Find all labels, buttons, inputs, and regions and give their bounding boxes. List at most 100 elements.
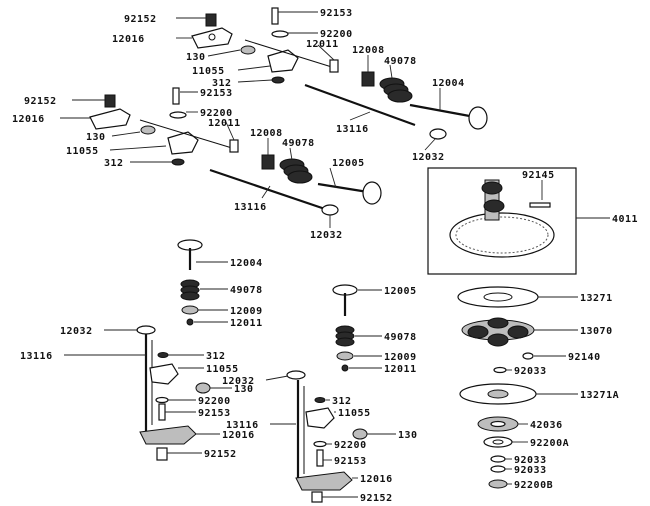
label-92033-c: 92033 [514,465,547,476]
label-12016-d: 12016 [360,474,393,485]
washer-icon [490,465,506,473]
label-11055-b: 11055 [66,146,99,157]
label-12005-b: 12005 [384,286,417,297]
label-11055-c: 11055 [206,364,239,375]
valve-spring-icon [279,158,313,184]
label-12009-b: 12009 [384,352,417,363]
lower-valve-group [209,154,382,216]
nut-icon [171,158,185,166]
nut-icon [157,352,169,358]
keeper-icon [186,318,194,326]
label-11055-a: 11055 [192,66,225,77]
spring-clip-icon [140,125,156,135]
label-130-c: 130 [234,384,254,395]
label-92152-c: 92152 [204,449,237,460]
adjuster-nut-icon [311,491,323,503]
bolt-icon [158,403,166,421]
valve-head-icon [286,370,306,380]
label-92145: 92145 [522,170,555,181]
label-13116-d: 13116 [226,420,259,431]
rocker-arm-icon [191,27,233,49]
label-92033-b: 92033 [514,455,547,466]
push-rod-icon [209,168,329,212]
label-12011-a: 12011 [306,39,339,50]
label-92033-a: 92033 [514,366,547,377]
label-92200-c: 92200 [198,396,231,407]
upper-rocker-assembly [191,7,339,84]
governor-weight-icon [461,317,535,347]
label-49078-c: 49078 [230,285,263,296]
valve-spring-icon [379,77,413,103]
valve-spring-icon [180,279,200,301]
bottom-left-assembly [136,325,211,461]
label-92153-b: 92153 [200,88,233,99]
valve-lock-icon [261,154,275,170]
keeper-icon [341,364,349,372]
label-92153-a: 92153 [320,8,353,19]
adjuster-nut-icon [205,13,217,27]
label-12008-b: 12008 [250,128,283,139]
rocker-pivot-icon [149,363,179,385]
washer-icon [488,479,508,489]
label-12011-d: 12011 [384,364,417,375]
rocker-arm-icon [139,425,197,445]
rocker-arm-icon [89,108,131,130]
pin-icon [229,139,239,153]
label-92152-d: 92152 [360,493,393,504]
rocker-pivot-icon [267,49,299,73]
bolt-icon [172,87,180,105]
spring-clip-icon [352,428,368,440]
label-12008-a: 12008 [352,45,385,56]
bottom-right-assembly [286,370,368,503]
tappet-icon [429,128,447,140]
label-13271a: 13271A [580,390,619,401]
label-12011-c: 12011 [230,318,263,329]
label-312-d: 312 [332,396,352,407]
key-icon [529,202,551,208]
label-130-a: 130 [186,52,206,63]
nut-icon [314,397,326,403]
valve-head-icon [468,106,488,130]
washer-icon [313,440,327,448]
label-11055-d: 11055 [338,408,371,419]
label-12009-a: 12009 [230,306,263,317]
adjuster-nut-icon [156,447,168,461]
pin-icon [329,59,339,73]
spring-clip-icon [195,382,211,394]
retainer-icon [336,351,354,361]
label-12011-b: 12011 [208,118,241,129]
label-130-b: 130 [86,132,106,143]
label-130-d: 130 [398,430,418,441]
label-92200-a: 92200 [320,29,353,40]
push-rod-icon [304,83,416,127]
label-49078-b: 49078 [282,138,315,149]
label-92200b: 92200B [514,480,553,491]
label-12005-a: 12005 [332,158,365,169]
label-42036: 42036 [530,420,563,431]
label-312-a: 312 [212,78,232,89]
pin-icon [522,352,534,360]
camshaft-frame [427,167,577,275]
rocker-pivot-icon [167,131,199,155]
cam-gear-icon [449,212,555,258]
label-12004-a: 12004 [432,78,465,89]
adjuster-nut-icon [104,94,116,108]
bolt-icon [271,7,279,25]
valve-head-icon [136,325,156,335]
valve-stem-icon [317,182,369,194]
label-92200a: 92200A [530,438,569,449]
plate-icon [457,286,539,308]
rocker-arm-icon [295,471,353,491]
valve-spring-icon [335,325,355,347]
governor-stack [457,286,539,489]
label-49078-a: 49078 [384,56,417,67]
rocker-pivot-icon [305,407,335,429]
label-13116-b: 13116 [234,202,267,213]
washer-icon [169,111,187,119]
label-13116-c: 13116 [20,351,53,362]
part-labels: 92152 12016 92153 92200 12011 130 11055 … [12,8,638,504]
label-312-c: 312 [206,351,226,362]
washer-icon [490,455,506,463]
